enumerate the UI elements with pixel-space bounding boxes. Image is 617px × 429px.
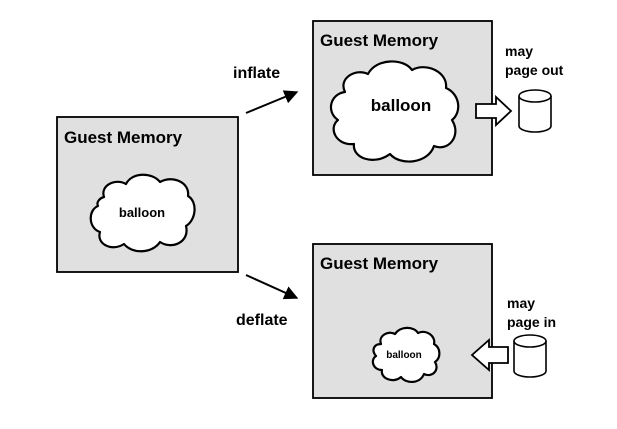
top-box-title: Guest Memory bbox=[320, 31, 439, 50]
left-box-title: Guest Memory bbox=[64, 128, 183, 147]
inflate-label: inflate bbox=[233, 65, 280, 82]
top-guest-memory-box: Guest Memory balloon bbox=[312, 20, 493, 176]
bottom-balloon-cloud bbox=[371, 326, 441, 383]
left-guest-memory-box: Guest Memory balloon bbox=[56, 116, 239, 273]
bottom-box-title: Guest Memory bbox=[320, 254, 439, 273]
page-out-arrow-icon bbox=[475, 94, 513, 128]
left-balloon-cloud bbox=[89, 173, 196, 253]
bottom-disk-icon bbox=[513, 334, 547, 378]
bottom-guest-memory-box: Guest Memory balloon bbox=[312, 243, 493, 399]
page-in-arrow-icon bbox=[470, 338, 509, 372]
bottom-note-line1: may bbox=[507, 295, 535, 311]
deflate-label: deflate bbox=[236, 312, 288, 329]
inflate-arrow bbox=[245, 90, 299, 114]
top-note-line1: may bbox=[505, 43, 533, 59]
top-balloon-cloud bbox=[329, 60, 460, 163]
top-note-line2: page out bbox=[505, 62, 564, 78]
top-disk-icon bbox=[518, 89, 552, 133]
bottom-balloon-label: balloon bbox=[386, 350, 422, 361]
left-balloon-label: balloon bbox=[119, 205, 165, 220]
top-balloon-label: balloon bbox=[371, 96, 431, 115]
deflate-arrow bbox=[245, 274, 299, 300]
bottom-note-line2: page in bbox=[507, 314, 556, 330]
